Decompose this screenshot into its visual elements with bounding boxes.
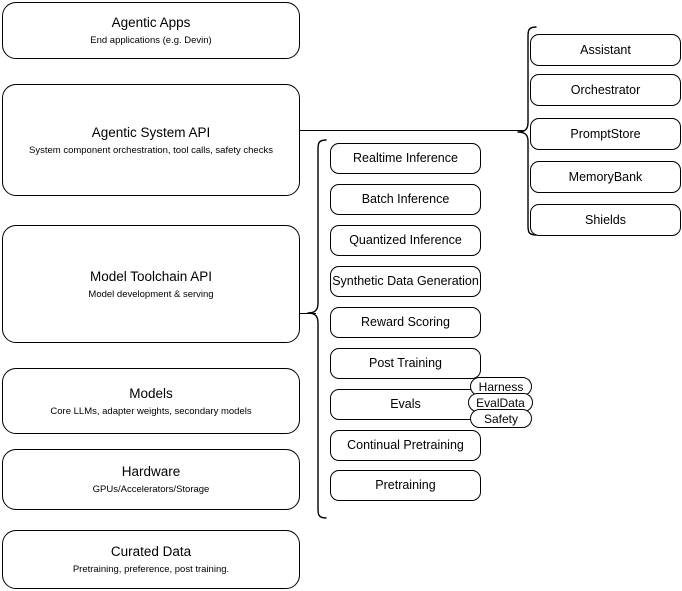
capability-label: Reward Scoring xyxy=(361,315,450,329)
capability-label: Continual Pretraining xyxy=(347,438,464,452)
layer-title: Hardware xyxy=(121,464,181,479)
layer-subtitle: Core LLMs, adapter weights, secondary mo… xyxy=(50,405,252,417)
eval-badge-label: EvalData xyxy=(476,395,525,410)
capability-label: Batch Inference xyxy=(361,192,450,206)
layer-subtitle: System component orchestration, tool cal… xyxy=(29,144,273,156)
component-orchestrator[interactable]: Orchestrator xyxy=(530,74,681,106)
layer-curated-data[interactable]: Curated Data Pretraining, preference, po… xyxy=(2,530,300,589)
component-shields[interactable]: Shields xyxy=(530,204,681,236)
capability-continual-pretraining[interactable]: Continual Pretraining xyxy=(330,430,481,461)
component-label: Shields xyxy=(585,212,626,227)
layer-model-toolchain-api[interactable]: Model Toolchain API Model development & … xyxy=(2,225,300,343)
capability-label: Evals xyxy=(390,397,421,411)
eval-badge-safety[interactable]: Safety xyxy=(470,409,532,428)
component-label: Assistant xyxy=(580,42,631,57)
component-label: MemoryBank xyxy=(568,169,643,184)
eval-badge-harness[interactable]: Harness xyxy=(470,377,532,396)
capability-post-training[interactable]: Post Training xyxy=(330,348,481,379)
capability-label: Pretraining xyxy=(375,478,436,492)
connector-system-api-to-components xyxy=(300,130,525,132)
component-label: Orchestrator xyxy=(570,82,641,97)
layer-title: Model Toolchain API xyxy=(89,268,213,284)
layer-agentic-system-api[interactable]: Agentic System API System component orch… xyxy=(2,84,300,196)
eval-badge-label: Harness xyxy=(478,379,524,394)
capability-pretraining[interactable]: Pretraining xyxy=(330,470,481,501)
capability-batch-inference[interactable]: Batch Inference xyxy=(330,184,481,215)
capability-label: Synthetic Data Generation xyxy=(332,274,479,288)
layer-subtitle: Pretraining, preference, post training. xyxy=(72,564,230,575)
layer-title: Models xyxy=(129,385,173,401)
component-promptstore[interactable]: PromptStore xyxy=(530,118,681,150)
eval-badge-evaldata[interactable]: EvalData xyxy=(468,393,533,412)
capabilities-brace xyxy=(307,139,327,519)
layer-hardware[interactable]: Hardware GPUs/Accelerators/Storage xyxy=(2,449,300,510)
capability-evals[interactable]: Evals xyxy=(330,389,481,420)
capability-quantized-inference[interactable]: Quantized Inference xyxy=(330,225,481,256)
capability-realtime-inference[interactable]: Realtime Inference xyxy=(330,143,481,174)
capability-label: Quantized Inference xyxy=(349,233,462,247)
layer-subtitle: End applications (e.g. Devin) xyxy=(90,35,212,46)
layer-subtitle: Model development & serving xyxy=(88,288,214,300)
system-components-brace xyxy=(517,26,537,236)
layer-title: Agentic System API xyxy=(91,124,211,140)
component-memorybank[interactable]: MemoryBank xyxy=(530,161,681,193)
layer-agentic-apps[interactable]: Agentic Apps End applications (e.g. Devi… xyxy=(2,2,300,59)
capability-reward-scoring[interactable]: Reward Scoring xyxy=(330,307,481,338)
component-label: PromptStore xyxy=(570,126,641,141)
layer-title: Curated Data xyxy=(110,544,192,559)
layer-title: Agentic Apps xyxy=(111,15,191,30)
capability-synthetic-data-generation[interactable]: Synthetic Data Generation xyxy=(330,266,481,297)
component-assistant[interactable]: Assistant xyxy=(530,34,681,66)
eval-badge-label: Safety xyxy=(483,411,519,426)
capability-label: Realtime Inference xyxy=(353,151,458,165)
capability-label: Post Training xyxy=(369,356,442,370)
layer-models[interactable]: Models Core LLMs, adapter weights, secon… xyxy=(2,368,300,434)
layer-subtitle: GPUs/Accelerators/Storage xyxy=(92,484,210,495)
